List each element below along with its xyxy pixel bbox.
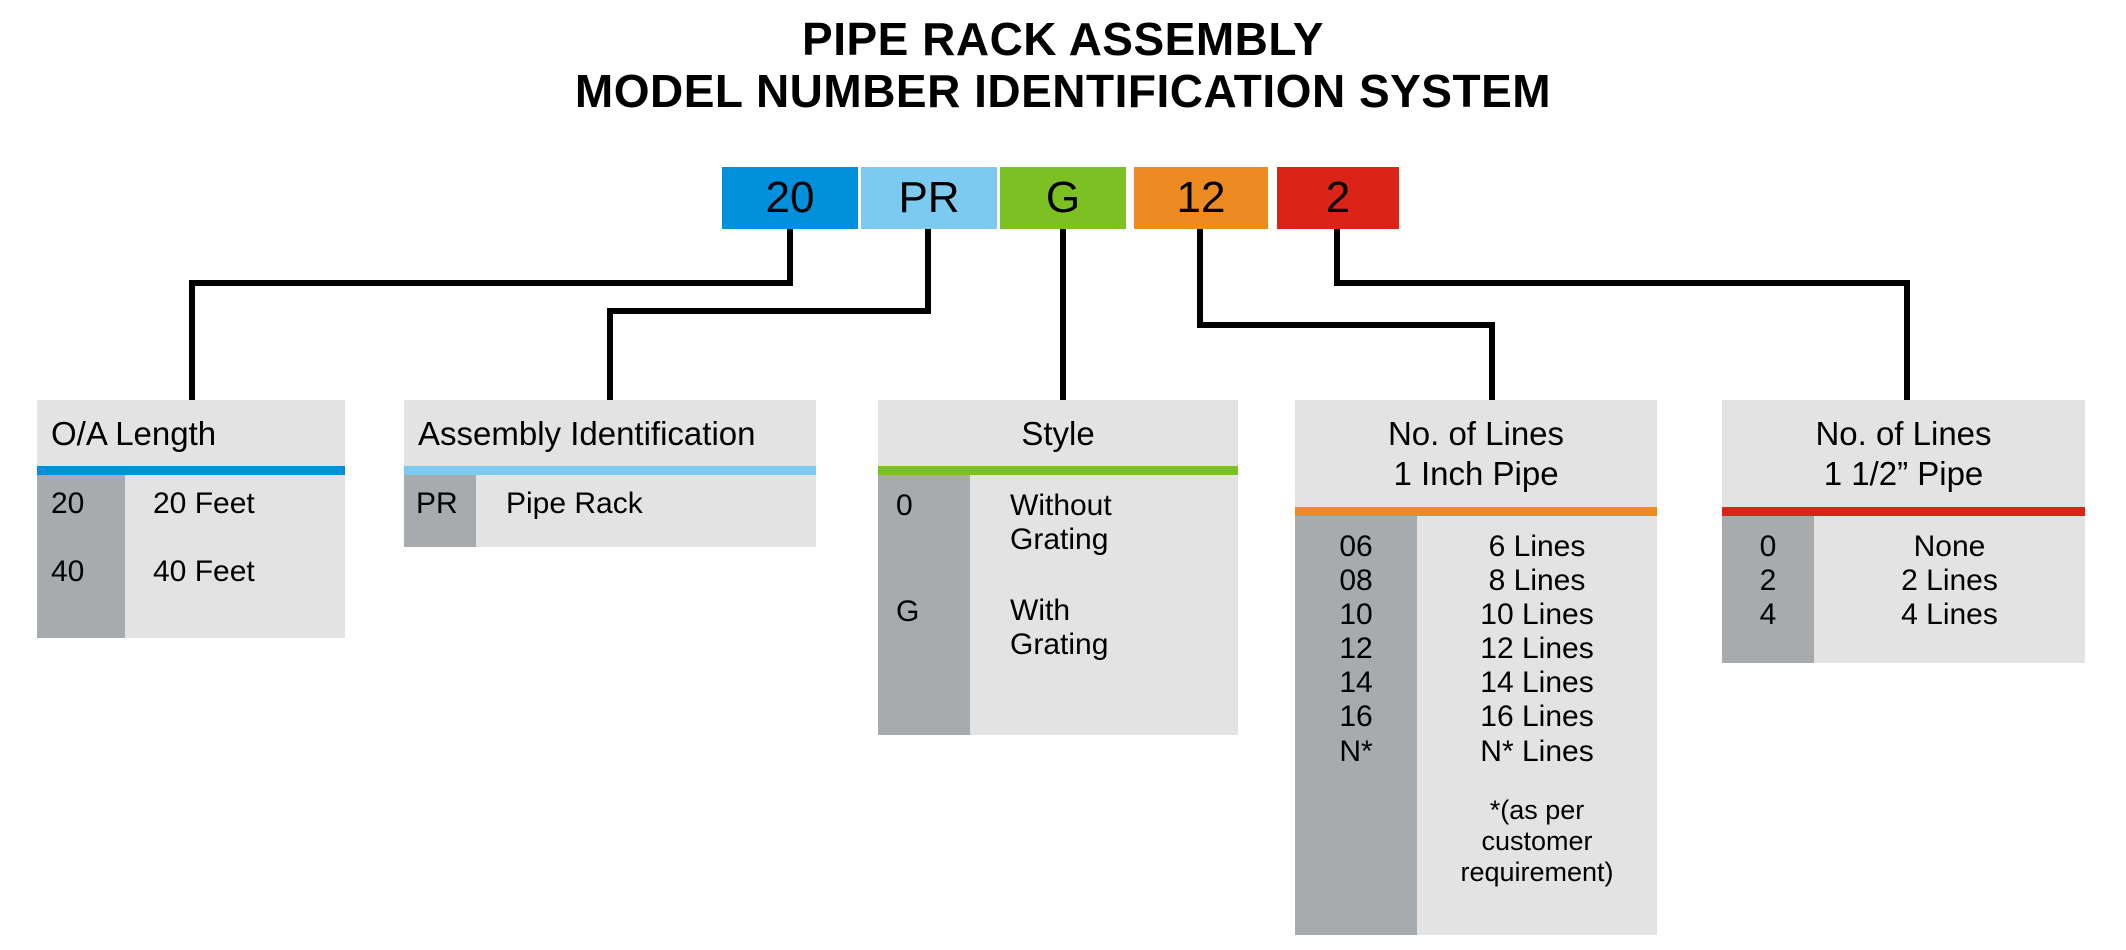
model-code-value: 2 — [1325, 173, 1351, 222]
legend-desc: Pipe Rack — [506, 487, 643, 521]
legend-code-column: 20 40 — [37, 475, 125, 638]
legend-body: PR Pipe Rack — [404, 475, 816, 547]
legend-title: Assembly Identification — [404, 400, 816, 467]
legend-desc-column: 20 Feet 40 Feet — [125, 475, 345, 638]
legend-code: PR — [416, 487, 458, 521]
legend-code: 16 — [1339, 700, 1373, 734]
model-code-value: G — [1045, 173, 1081, 222]
legend-body: 0 G Without Grating With Grating — [878, 475, 1238, 735]
accent-bar-assembly — [404, 466, 816, 476]
legend-desc-column: Without Grating With Grating — [970, 475, 1238, 735]
legend-box-style: Style 0 G Without Grating With Grating — [878, 400, 1238, 735]
legend-code: 14 — [1339, 666, 1373, 700]
legend-code-column: 0 G — [878, 475, 970, 735]
legend-desc-column: None 2 Lines 4 Lines — [1814, 515, 2085, 663]
model-code-value: 12 — [1176, 173, 1226, 222]
legend-desc: 16 Lines — [1480, 700, 1594, 734]
legend-desc: 20 Feet — [153, 487, 255, 521]
legend-box-oa-length: O/A Length 20 40 20 Feet 40 Feet — [37, 400, 345, 638]
model-code-value: 20 — [765, 173, 815, 222]
connector-12 — [1197, 229, 1495, 400]
legend-desc: 4 Lines — [1901, 597, 1998, 631]
legend-code: G — [896, 595, 920, 629]
legend-code-column: 0 2 4 — [1722, 515, 1814, 663]
legend-desc: 8 Lines — [1488, 563, 1586, 597]
legend-desc: 2 Lines — [1901, 563, 1998, 597]
connector-pr — [607, 229, 931, 400]
legend-title: O/A Length — [37, 400, 345, 467]
model-code-value: PR — [898, 173, 960, 222]
legend-desc: 12 Lines — [1480, 632, 1594, 666]
accent-bar-lines-1in — [1295, 506, 1657, 516]
model-code-segment-assembly[interactable]: PR — [861, 167, 997, 229]
legend-desc: 6 Lines — [1488, 529, 1586, 563]
legend-code: N* — [1339, 734, 1373, 768]
legend-code: 4 — [1759, 597, 1777, 631]
legend-code: 40 — [51, 555, 85, 589]
legend-code: 20 — [51, 487, 85, 521]
legend-desc-column: 6 Lines 8 Lines 10 Lines 12 Lines 14 Lin… — [1417, 515, 1657, 935]
legend-desc: 40 Feet — [153, 555, 255, 589]
connector-20 — [189, 229, 793, 400]
connector-2 — [1334, 229, 1910, 400]
model-code-segment-lines-15in[interactable]: 2 — [1277, 167, 1399, 229]
legend-code-column: 06 08 10 12 14 16 N* — [1295, 515, 1417, 935]
legend-body: 0 2 4 None 2 Lines 4 Lines — [1722, 515, 2085, 663]
legend-box-lines-1in: No. of Lines 1 Inch Pipe 06 08 10 12 14 … — [1295, 400, 1657, 935]
legend-desc: 14 Lines — [1480, 666, 1594, 700]
legend-box-lines-15in: No. of Lines 1 1/2” Pipe 0 2 4 None 2 Li… — [1722, 400, 2085, 663]
legend-code-column: PR — [404, 475, 476, 547]
legend-code: 2 — [1759, 563, 1777, 597]
legend-desc: Without Grating — [1010, 489, 1112, 557]
legend-desc: None — [1913, 529, 1986, 563]
model-code-segment-oa-length[interactable]: 20 — [722, 167, 858, 229]
legend-desc: 10 Lines — [1480, 597, 1594, 631]
title-line-1: PIPE RACK ASSEMBLY — [802, 13, 1324, 65]
legend-footnote: *(as per customer requirement) — [1460, 794, 1614, 888]
legend-box-assembly: Assembly Identification PR Pipe Rack — [404, 400, 816, 547]
legend-body: 06 08 10 12 14 16 N* 6 Lines 8 Lines 10 … — [1295, 515, 1657, 935]
page-title: PIPE RACK ASSEMBLY MODEL NUMBER IDENTIFI… — [0, 13, 2126, 117]
legend-body: 20 40 20 Feet 40 Feet — [37, 475, 345, 638]
legend-title: Style — [878, 400, 1238, 467]
accent-bar-oa-length — [37, 466, 345, 476]
legend-code: 08 — [1339, 563, 1373, 597]
legend-code: 06 — [1339, 529, 1373, 563]
legend-code: 10 — [1339, 597, 1373, 631]
legend-desc: N* Lines — [1480, 734, 1594, 768]
legend-desc: With Grating — [1010, 593, 1109, 661]
legend-title: No. of Lines 1 1/2” Pipe — [1722, 400, 2085, 507]
accent-bar-lines-15in — [1722, 506, 2085, 516]
model-code-segment-lines-1in[interactable]: 12 — [1134, 167, 1268, 229]
legend-desc-column: Pipe Rack — [476, 475, 816, 547]
accent-bar-style — [878, 466, 1238, 476]
legend-title: No. of Lines 1 Inch Pipe — [1295, 400, 1657, 507]
legend-code: 0 — [1759, 529, 1777, 563]
title-line-2: MODEL NUMBER IDENTIFICATION SYSTEM — [574, 64, 1552, 117]
model-code-segment-style[interactable]: G — [1000, 167, 1126, 229]
legend-code: 12 — [1339, 632, 1373, 666]
legend-code: 0 — [896, 489, 913, 523]
